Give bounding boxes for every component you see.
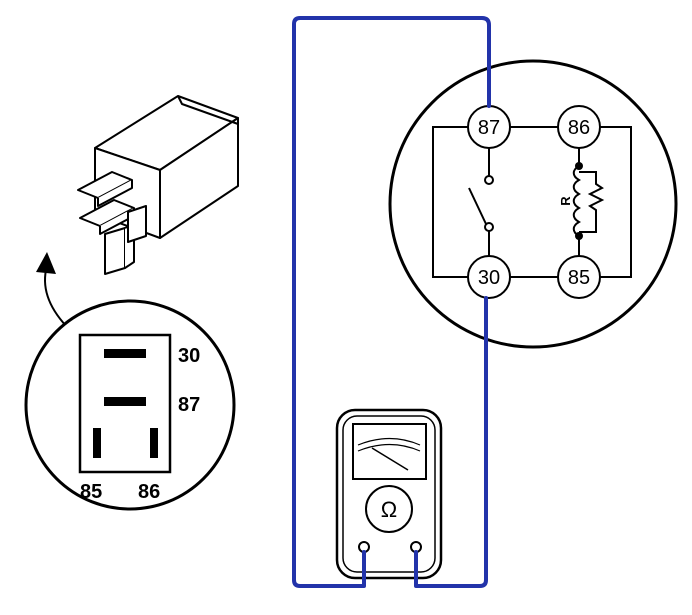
pin-label-85: 85 xyxy=(80,481,102,503)
pin-label-87: 87 xyxy=(178,394,200,416)
terminal-86: 86 xyxy=(557,105,601,149)
terminal-85: 85 xyxy=(557,255,601,299)
relay-icon xyxy=(77,95,239,275)
terminal-30-label: 30 xyxy=(478,267,500,289)
pinout-view xyxy=(24,299,236,511)
ohmmeter-icon xyxy=(335,408,443,580)
test-leads xyxy=(292,16,491,588)
terminal-30: 30 xyxy=(467,255,511,299)
pin-label-30: 30 xyxy=(178,345,200,367)
ohm-symbol: Ω xyxy=(381,497,397,522)
curved-arrow-icon xyxy=(36,252,71,331)
terminal-85-label: 85 xyxy=(568,267,590,289)
relay-schematic xyxy=(388,59,678,349)
terminal-87-label: 87 xyxy=(478,117,500,139)
resistor-label: R xyxy=(558,196,573,206)
pin-label-86: 86 xyxy=(138,481,160,503)
terminal-87: 87 xyxy=(467,105,511,149)
terminal-86-label: 86 xyxy=(568,117,590,139)
